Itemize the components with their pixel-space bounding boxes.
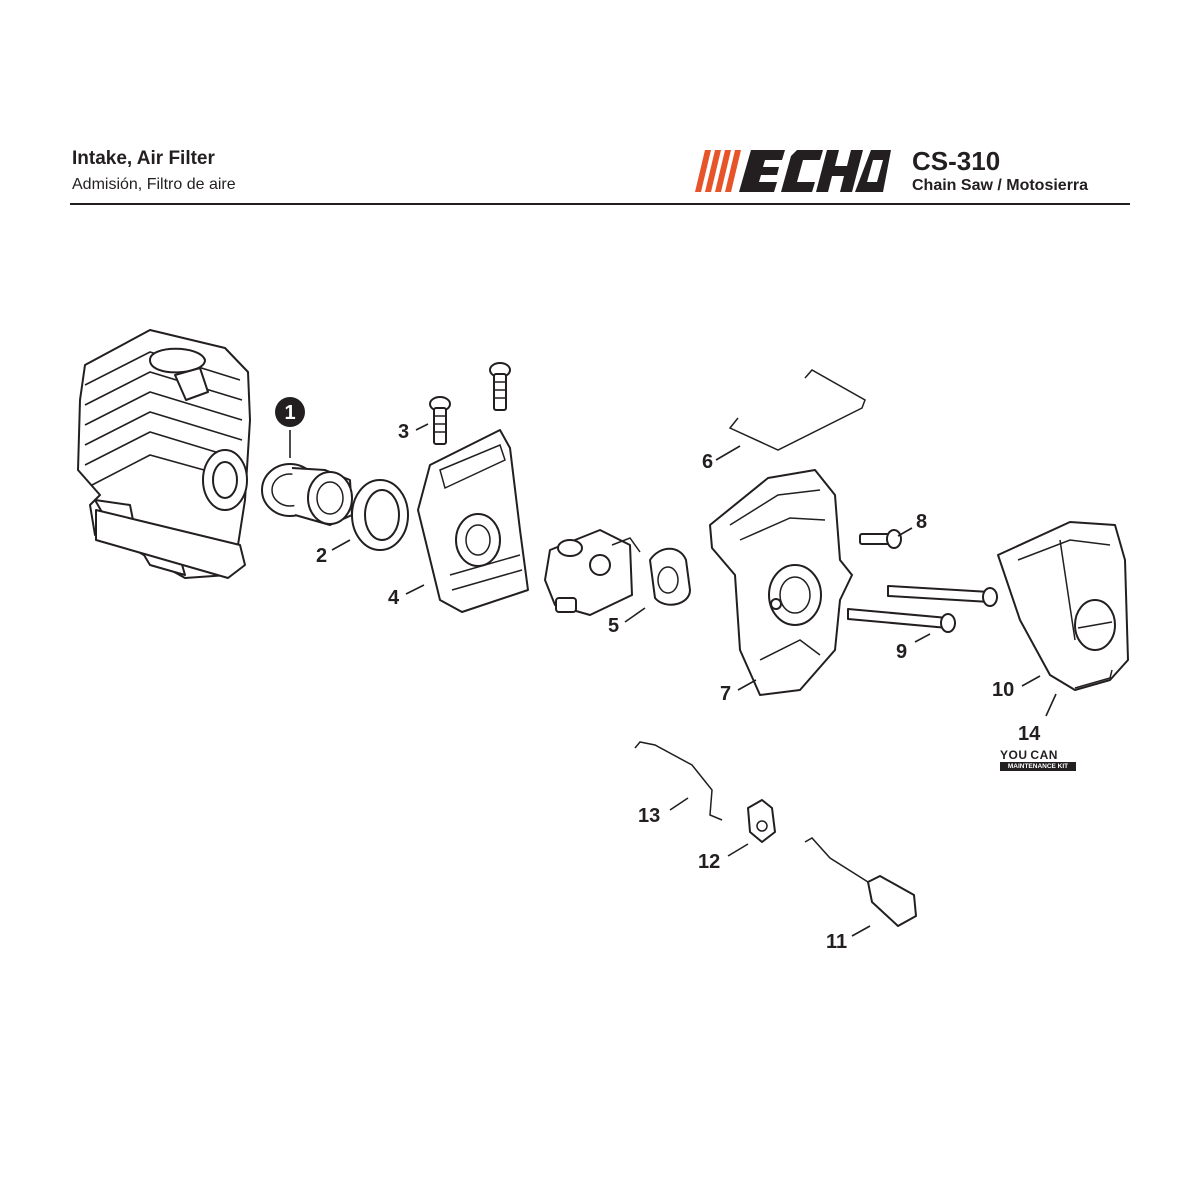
model-number: CS-310 [912, 146, 1001, 176]
callout-2: 2 [316, 545, 327, 567]
kit-badge-bottom: MAINTENANCE KIT [1000, 762, 1076, 771]
choke-link-part [747, 799, 776, 843]
kit-badge-top: YOU CAN [1000, 748, 1058, 762]
wire-clip-part [728, 369, 866, 451]
callout-8: 8 [916, 511, 927, 533]
cylinder-part [77, 329, 251, 579]
air-filter-part [997, 521, 1129, 691]
insulator-part [417, 429, 529, 613]
page-header: Intake, Air Filter Admisión, Filtro de a… [70, 146, 1130, 208]
air-filter-base-part [709, 469, 853, 696]
gasket-ring-part [351, 479, 409, 551]
long-bolt-part [847, 585, 998, 633]
header-divider [70, 203, 1130, 205]
callout-14: 14 [1018, 723, 1041, 745]
page-subtitle: Admisión, Filtro de aire [72, 176, 236, 193]
callout-4: 4 [388, 587, 400, 609]
callout-5: 5 [608, 615, 619, 637]
carburetor-part [544, 529, 641, 616]
callout-13: 13 [638, 805, 660, 827]
callout-3: 3 [398, 421, 409, 443]
callout-1: 1 [275, 397, 305, 427]
short-screw-part [859, 529, 902, 549]
callout-9: 9 [896, 641, 907, 663]
choke-lever-part [804, 837, 917, 927]
leader-lines [289, 423, 1057, 937]
intake-pipe-part [261, 463, 353, 526]
callout-1-label: 1 [284, 402, 295, 424]
callout-12: 12 [698, 851, 720, 873]
product-name: Chain Saw / Motosierra [912, 177, 1089, 194]
carburetor-gasket-part [649, 547, 691, 606]
callout-10: 10 [992, 679, 1014, 701]
callout-7: 7 [720, 683, 731, 705]
page-title: Intake, Air Filter [72, 148, 215, 169]
throttle-rod-part [634, 741, 723, 821]
callout-11: 11 [826, 931, 847, 953]
screw-part [429, 362, 511, 445]
echo-logo [695, 150, 891, 192]
callout-6: 6 [702, 451, 713, 473]
maintenance-kit-badge: YOU CAN MAINTENANCE KIT [1000, 748, 1076, 772]
